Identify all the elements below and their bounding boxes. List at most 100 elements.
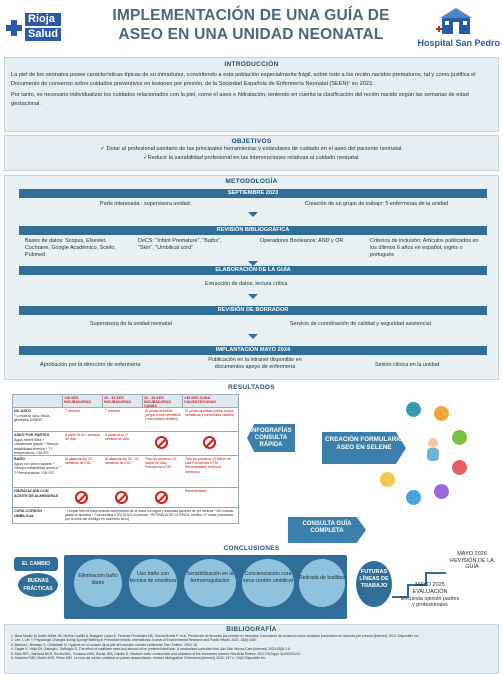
table-row: NO ASEO * Limpieza ojos, boca, genitales… (13, 407, 238, 431)
prohibited-icon (115, 491, 128, 504)
conclusion-item: Sensibilización en la termorregulación (184, 559, 236, 607)
cord-icon (406, 490, 421, 505)
table-cell: Al alcanzar las 32 semanas de EGC (65, 457, 92, 466)
step4-a: Supervisora de la unidad neonatal (90, 321, 172, 327)
down-arrow-icon (248, 294, 258, 299)
step3-a: Extracción de datos, lectura crítica (205, 281, 288, 287)
objetivos-title: OBJETIVOS (231, 138, 272, 145)
step-revision-bar: REVISIÓN BIBLIOGRÁFICA (19, 226, 487, 235)
reference-item: 2. Lee J, Lee Y. Physiologic Changes dur… (11, 638, 258, 643)
row-title: BAÑO (14, 457, 25, 461)
table-header-cell: <28 SEG INCUBADORAS (63, 395, 103, 407)
resultados-section: RESULTADOS <28 SEG INCUBADORAS 28 - 32 S… (4, 384, 499, 543)
row-label: NO ASEO * Limpieza ojos, boca, genitales… (14, 409, 62, 423)
prohibited-icon (155, 491, 168, 504)
reference-item: 1. Mora Morillo M, Avilés Avilés JM, Muñ… (11, 634, 419, 638)
title-line-2: ASEO EN UNA UNIDAD NEONATAL (118, 26, 384, 43)
down-arrow-icon (248, 261, 258, 266)
row-subtitle: * Limpieza ojos, boca, genitales DIARIO (14, 413, 51, 423)
bibliografia-section: BIBLIOGRAFÍA 1. Mora Morillo M, Avilés A… (4, 624, 499, 674)
conclusiones-title: CONCLUSIONES (223, 545, 280, 552)
cord-care-note: * Clorhexidina 0.5% SOLO si precisa (92, 513, 148, 518)
down-arrow-icon (248, 212, 258, 217)
table-cell: 7 semana (105, 409, 120, 413)
intro-title: INTRODUCCIÓN (224, 61, 279, 68)
table-row: HIDRATACIÓN CON ACEITE DE ALMENDRAS Reco… (13, 487, 238, 507)
table-row: ASEO POR PARTES Agua estéril tibia + com… (13, 431, 238, 455)
step2-d: Criterios de inclusión: Artículos public… (370, 238, 479, 258)
reference-item: 5. Silva RPC, Barbosa MCR, Rocha MAL, Fo… (11, 651, 301, 656)
row-label: CURA CORDÓN UMBILICAL (14, 509, 42, 518)
objetivo-2: ✓Reducir la variabilidad profesional en … (143, 155, 360, 161)
results-table: <28 SEG INCUBADORAS 28 - 32 SEG INCUBADO… (12, 394, 239, 524)
table-cell: Tras los primeros 10 baños de vida Frecu… (185, 457, 231, 474)
poster-title: IMPLEMENTACIÓN DE UNA GUÍA DE ASEO EN UN… (92, 6, 410, 56)
title-line-1: IMPLEMENTACIÓN DE UNA GUÍA DE (112, 7, 390, 24)
logo-word-1: Rioja (25, 13, 61, 26)
step-implantacion-bar: IMPLANTACIÓN MAYO 2024 (19, 346, 487, 355)
row-label: ASEO POR PARTES Agua estéril tibia + com… (14, 433, 62, 456)
bibliografia-title: BIBLIOGRAFÍA (226, 626, 277, 633)
objetivo-1: ✓ Dotar al profesional sanitario de las … (100, 146, 403, 152)
table-header-cell: 32 - 35 SEG INCUBADORAS CUNAS (143, 395, 183, 408)
cross-icon (6, 20, 22, 36)
intro-paragraph-1: La piel de los neonatos posee caracterís… (11, 72, 476, 87)
conclusion-item: Uso baño con técnica de envoltura (129, 559, 177, 607)
infant-figure-icon (427, 438, 439, 461)
step5-b: Publicación en la intranet disponible en… (208, 357, 302, 370)
timeline-steps-icon (392, 572, 446, 598)
futuras-lineas-circle: FUTURAS LÍNEAS DE TRABAJO (356, 561, 392, 607)
step4-b: Servicio de coordinación de calidad y se… (290, 321, 431, 327)
step2-b: DeCS: "Infant Premature", "Baths", "Skin… (138, 238, 222, 251)
prohibited-icon (75, 491, 88, 504)
resultados-title: RESULTADOS (228, 384, 275, 391)
cord-care-note: * Limpiar bien la base cuando aumentaran… (65, 509, 214, 513)
table-cell: 7 semana (65, 409, 80, 413)
sponge-icon (452, 460, 467, 475)
table-cell: Recomendado (185, 489, 208, 493)
intro-paragraph-2: Por tanto, es necesario individualizar l… (11, 92, 469, 107)
step-elaboracion-bar: ELABORACIÓN DE LA GUÍA (19, 266, 487, 275)
step1-b: Creación de un grupo de trabajo: 5 enfer… (305, 201, 448, 207)
logo-word-2: Salud (25, 28, 61, 41)
reference-item: 4. Cagler S, Yildiz GK, Bakoglu I, Salih… (11, 647, 291, 652)
row-title: ASEO POR PARTES (14, 433, 50, 437)
hospital-name: Hospital San Pedro (417, 38, 500, 48)
table-cell: Tras los primeros 10 baños de vida Frecu… (145, 457, 176, 470)
table-cell: Si primeros baños (según estos hemáticos… (145, 409, 181, 422)
prohibited-icon (203, 436, 216, 449)
table-cell: * Limpiar bien la base cuando aumentaran… (65, 509, 235, 522)
step1-a: Parte interesada : supervisora unidad (100, 201, 190, 207)
cambio-badge: EL CAMBIO (14, 557, 58, 571)
table-cell: A partir de la 1ª semana de vida (105, 433, 129, 442)
row-title: NO ASEO (14, 409, 31, 413)
reference-item: 3. Mateus L, Bressan G, Civitareale M. H… (11, 642, 198, 647)
metodologia-section: METODOLOGÍA SEPTIEMBRE 2023 Parte intere… (4, 175, 499, 380)
infografias-arrow: INFOGRAFÍAS CONSULTA RÁPIDA (247, 424, 295, 452)
step5-c: Sesión clínica en la unidad (375, 362, 440, 368)
guia-arrow: CONSULTA GUÍA COMPLETA (288, 517, 366, 543)
cord-care-note: * NO colocar gasas ni apósitos (65, 509, 234, 518)
step5-a: Aprobación por la dirección de enfermerí… (40, 362, 141, 368)
table-row: CURA CORDÓN UMBILICAL * Limpiar bien la … (13, 507, 238, 525)
row-subtitle: Agua con jabón apalos * Tiempo estabilid… (14, 461, 61, 475)
rioja-salud-logo: Rioja Salud (6, 8, 68, 48)
row-subtitle: Agua estéril tibia + compresas gasas * T… (14, 437, 59, 456)
towel-icon (380, 472, 395, 487)
table-header-cell: 28 - 32 SEG INCUBADORAS (103, 395, 143, 407)
cord-care-note: * RETIRADA DE LA PINZA: Mínimo 72 horas … (65, 513, 234, 522)
objetivos-section: OBJETIVOS ✓ Dotar al profesional sanitar… (4, 135, 499, 171)
mayo-2025: MAYO 2025 EVALUACIÓN (412, 582, 448, 595)
baby-icon (406, 402, 421, 417)
table-cell: A partir de la 1 semana de vida (65, 433, 100, 442)
conclusion-item: Eliminación baño diario (74, 559, 122, 607)
intro-section: INTRODUCCIÓN La piel de los neonatos pos… (4, 57, 499, 132)
table-row: BAÑO Agua con jabón apalos * Tiempo esta… (13, 455, 238, 487)
formulario-arrow: CREACIÓN FORMULARIO ASEO EN SELENE (322, 432, 406, 464)
mayo-2026: MAYO 2026 REVISIÓN DE LA GUÍA (450, 551, 494, 570)
hospital-building-icon (436, 8, 472, 34)
oil-icon (434, 484, 449, 499)
step2-c: Operadores Booleanos: AND y OR (260, 238, 344, 244)
prohibited-icon (155, 436, 168, 449)
hospital-san-pedro-logo: Hospital San Pedro (414, 6, 500, 54)
